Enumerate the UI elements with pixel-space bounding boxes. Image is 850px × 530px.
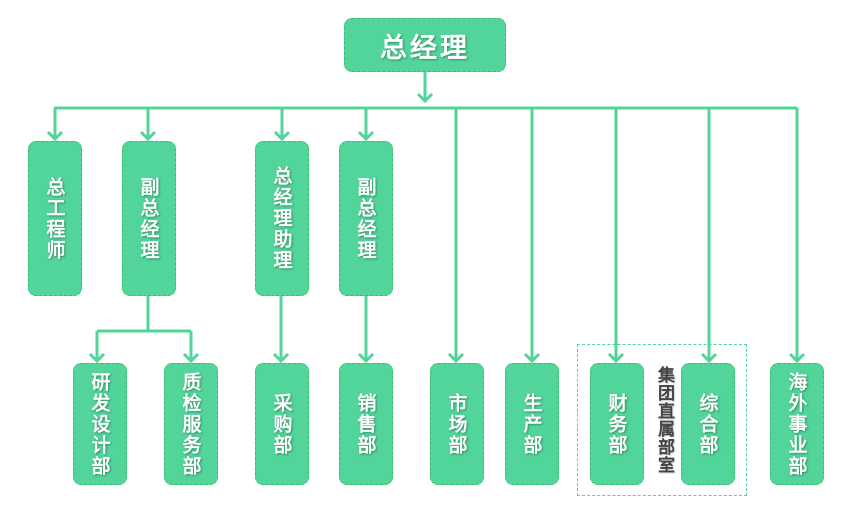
node-label: 总工程师: [43, 176, 66, 261]
group-label: 集团直属部室: [654, 366, 674, 474]
node-label: 研发设计部: [88, 371, 111, 477]
node-label: 采购部: [270, 392, 293, 456]
node-chief-engineer[interactable]: 总工程师: [28, 141, 82, 296]
node-deputy-gm-2[interactable]: 副总经理: [339, 141, 393, 296]
node-marketing-dept[interactable]: 市场部: [430, 363, 484, 485]
node-qc-dept[interactable]: 质检服务部: [164, 363, 218, 485]
node-general-affairs-dept[interactable]: 综合部: [681, 363, 735, 485]
node-sales-dept[interactable]: 销售部: [339, 363, 393, 485]
node-label: 综合部: [696, 392, 719, 456]
node-rd-dept[interactable]: 研发设计部: [73, 363, 127, 485]
node-label: 销售部: [354, 392, 377, 456]
node-finance-dept[interactable]: 财务部: [590, 363, 644, 485]
node-label: 海外事业部: [785, 371, 808, 477]
node-label: 总经理助理: [270, 166, 293, 271]
node-purchasing-dept[interactable]: 采购部: [255, 363, 309, 485]
node-label: 副总经理: [354, 176, 377, 261]
group-direct-departments: [577, 344, 747, 496]
node-label: 财务部: [605, 392, 628, 456]
node-gm-assistant[interactable]: 总经理助理: [255, 141, 309, 296]
node-overseas-dept[interactable]: 海外事业部: [770, 363, 824, 485]
node-label: 市场部: [445, 392, 468, 456]
node-deputy-gm-1[interactable]: 副总经理: [122, 141, 176, 296]
node-label: 副总经理: [137, 176, 160, 261]
node-label: 质检服务部: [179, 371, 202, 477]
node-general-manager[interactable]: 总经理: [344, 18, 506, 72]
node-label: 生产部: [520, 392, 543, 456]
node-production-dept[interactable]: 生产部: [505, 363, 559, 485]
node-label: 总经理: [380, 32, 470, 64]
